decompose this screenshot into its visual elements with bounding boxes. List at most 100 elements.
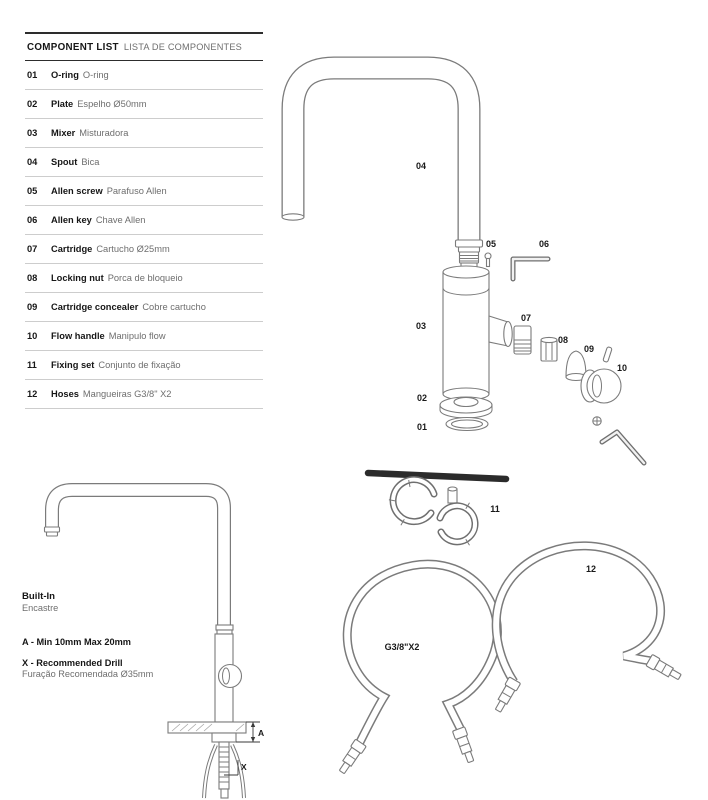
part-label-04: 04 (416, 161, 426, 171)
component-row-06: 06 Allen key Chave Allen (25, 206, 263, 235)
component-name-en: Locking nut (51, 273, 104, 283)
builtin-shank (211, 732, 237, 799)
builtin-body (214, 624, 243, 723)
component-name-en: Allen key (51, 215, 92, 225)
component-number: 02 (27, 99, 38, 109)
part-label-08: 08 (558, 335, 568, 345)
handle-knob (586, 368, 622, 404)
component-row-08: 08 Locking nut Porca de bloqueio (25, 264, 263, 293)
component-name-en: Fixing set (51, 360, 95, 370)
part-label-10: 10 (617, 363, 627, 373)
part-label-07: 07 (521, 313, 531, 323)
component-name-pt: Cartucho Ø25mm (96, 244, 170, 254)
component-name-pt: Parafuso Allen (106, 186, 167, 196)
component-row-09: 09 Cartridge concealer Cobre cartucho (25, 293, 263, 322)
part-label-03: 03 (416, 321, 426, 331)
component-name-pt: Espelho Ø50mm (77, 99, 147, 109)
handle-pin (602, 346, 613, 363)
spout-body (282, 57, 480, 240)
built-in-title-en: Built-In (22, 591, 56, 602)
part-label-12: 12 (586, 564, 596, 574)
hose-b-connector-right (645, 654, 682, 680)
dimension-x: X (224, 760, 247, 776)
spout-part (281, 56, 481, 240)
component-name-pt: Manipulo flow (108, 331, 166, 341)
component-name-en: Allen screw (51, 186, 103, 196)
component-list-title-en: COMPONENT LIST (27, 42, 119, 53)
mixer-body-part (442, 265, 513, 401)
hose-a-connector-left (339, 739, 367, 774)
arrow-down (250, 737, 256, 742)
handle-allen-key (599, 429, 647, 466)
allen-screw-part (484, 252, 492, 268)
component-name-pt: Porca de bloqueio (107, 273, 183, 283)
component-name-en: O-ring (51, 70, 79, 80)
component-name-en: Cartridge concealer (51, 302, 139, 312)
component-number: 10 (27, 331, 38, 341)
o-ring-part (445, 416, 489, 432)
fixing-cylinder (447, 486, 458, 504)
marker-a: A (258, 728, 264, 738)
component-row-03: 03 Mixer Misturadora (25, 119, 263, 148)
component-name-pt: Mangueiras G3/8" X2 (82, 389, 172, 399)
handle-screw (592, 416, 602, 426)
component-name-en: Hoses (51, 389, 79, 399)
component-number: 04 (27, 157, 38, 167)
dimension-a: A (236, 721, 264, 743)
part-labels: 04 05 06 03 07 08 09 10 02 01 11 12 G3/8… (385, 161, 627, 652)
hose-size-label: G3/8"X2 (385, 642, 420, 652)
built-in-drill-en: X - Recommended Drill (22, 658, 123, 668)
part-label-06: 06 (539, 239, 549, 249)
component-number: 09 (27, 302, 38, 312)
component-name-en: Mixer (51, 128, 76, 138)
locking-nut-part (540, 336, 558, 362)
hoses-part (339, 541, 682, 774)
component-number: 11 (27, 360, 37, 370)
component-list: COMPONENT LIST LISTA DE COMPONENTES 01 O… (25, 32, 263, 409)
component-row-05: 05 Allen screw Parafuso Allen (25, 177, 263, 206)
cartridge-part (513, 325, 532, 355)
component-name-en: Spout (51, 157, 78, 167)
hose-a (342, 559, 502, 747)
builtin-deck (167, 721, 247, 734)
component-name-pt: Chave Allen (95, 215, 146, 225)
component-list-title-pt: LISTA DE COMPONENTES (123, 42, 243, 52)
builtin-hoses (202, 744, 246, 799)
cartridge-concealer-part (565, 350, 587, 382)
built-in-diagram: A X (43, 483, 264, 799)
component-row-02: 02 Plate Espelho Ø50mm (25, 90, 263, 119)
built-in-notes: Built-In Encastre A - Min 10mm Max 20mm … (22, 591, 222, 679)
component-row-07: 07 Cartridge Cartucho Ø25mm (25, 235, 263, 264)
fork-washer-2 (436, 502, 479, 546)
component-name-pt: Conjunto de fixação (98, 360, 181, 370)
fork-washer-1 (388, 476, 438, 526)
part-label-05: 05 (486, 239, 496, 249)
fixing-set-part (364, 469, 510, 546)
component-number: 05 (27, 186, 38, 196)
spout-outline (281, 56, 481, 240)
component-number: 03 (27, 128, 38, 138)
component-row-11: 11 Fixing set Conjunto de fixação (25, 351, 263, 380)
part-label-09: 09 (584, 344, 594, 354)
component-number: 06 (27, 215, 38, 225)
plate-part (439, 396, 493, 419)
deck-hatching (171, 723, 245, 732)
component-number: 07 (27, 244, 38, 254)
component-name-pt: Misturadora (79, 128, 129, 138)
hose-b (491, 541, 665, 685)
fixing-rod (364, 469, 510, 483)
part-label-02: 02 (417, 393, 427, 403)
built-in-drill-pt: Furação Recomendada Ø35mm (22, 669, 154, 679)
component-number: 12 (27, 389, 38, 399)
component-name-pt: Bica (81, 157, 100, 167)
component-row-01: 01 O-ring O-ring (25, 61, 263, 90)
part-label-11: 11 (490, 504, 500, 514)
hose-a-connector-right (452, 726, 475, 763)
part-label-01: 01 (417, 422, 427, 432)
arrow-up (250, 722, 256, 727)
component-name-en: Flow handle (51, 331, 105, 341)
hose-b-connector-left (495, 676, 521, 713)
built-in-title-pt: Encastre (22, 603, 59, 613)
exploded-view (281, 56, 647, 466)
